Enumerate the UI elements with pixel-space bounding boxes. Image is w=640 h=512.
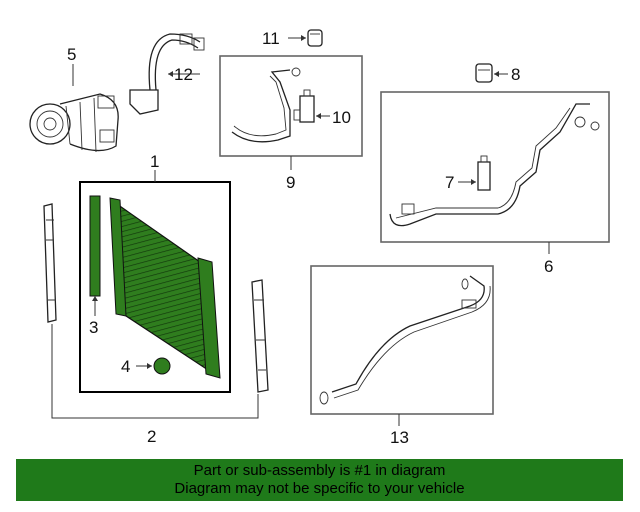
banner-line-2: Diagram may not be specific to your vehi… (174, 480, 465, 497)
suction-line-part-9[interactable] (231, 67, 315, 143)
callout-2: 2 (147, 427, 156, 446)
callout-3: 3 (89, 318, 98, 337)
box-13 (310, 265, 494, 415)
condenser-part-1[interactable] (89, 195, 221, 379)
cap-part-11[interactable] (307, 29, 323, 47)
disclaimer-banner: Part or sub-assembly is #1 in diagram Di… (16, 459, 623, 501)
callout-1: 1 (150, 152, 159, 171)
bracket-part-2[interactable] (43, 203, 269, 393)
callout-6: 6 (544, 257, 553, 276)
compressor-part[interactable] (29, 93, 119, 153)
box-9 (219, 55, 363, 157)
cap-part-8[interactable] (475, 63, 493, 83)
liquid-line-part-6[interactable] (389, 103, 600, 227)
callout-8: 8 (511, 65, 520, 84)
callout-11: 11 (262, 29, 280, 48)
callout-9: 9 (286, 173, 295, 192)
hose-part-13[interactable] (319, 275, 491, 405)
callout-10: 10 (332, 108, 351, 127)
banner-line-1: Part or sub-assembly is #1 in diagram (193, 462, 446, 479)
callout-12: 12 (174, 65, 193, 84)
box-6 (380, 91, 610, 243)
callout-7: 7 (445, 173, 454, 192)
callout-5: 5 (67, 45, 76, 64)
callout-13: 13 (390, 428, 409, 447)
callout-4: 4 (121, 357, 130, 376)
discharge-hose-part[interactable] (129, 33, 205, 115)
